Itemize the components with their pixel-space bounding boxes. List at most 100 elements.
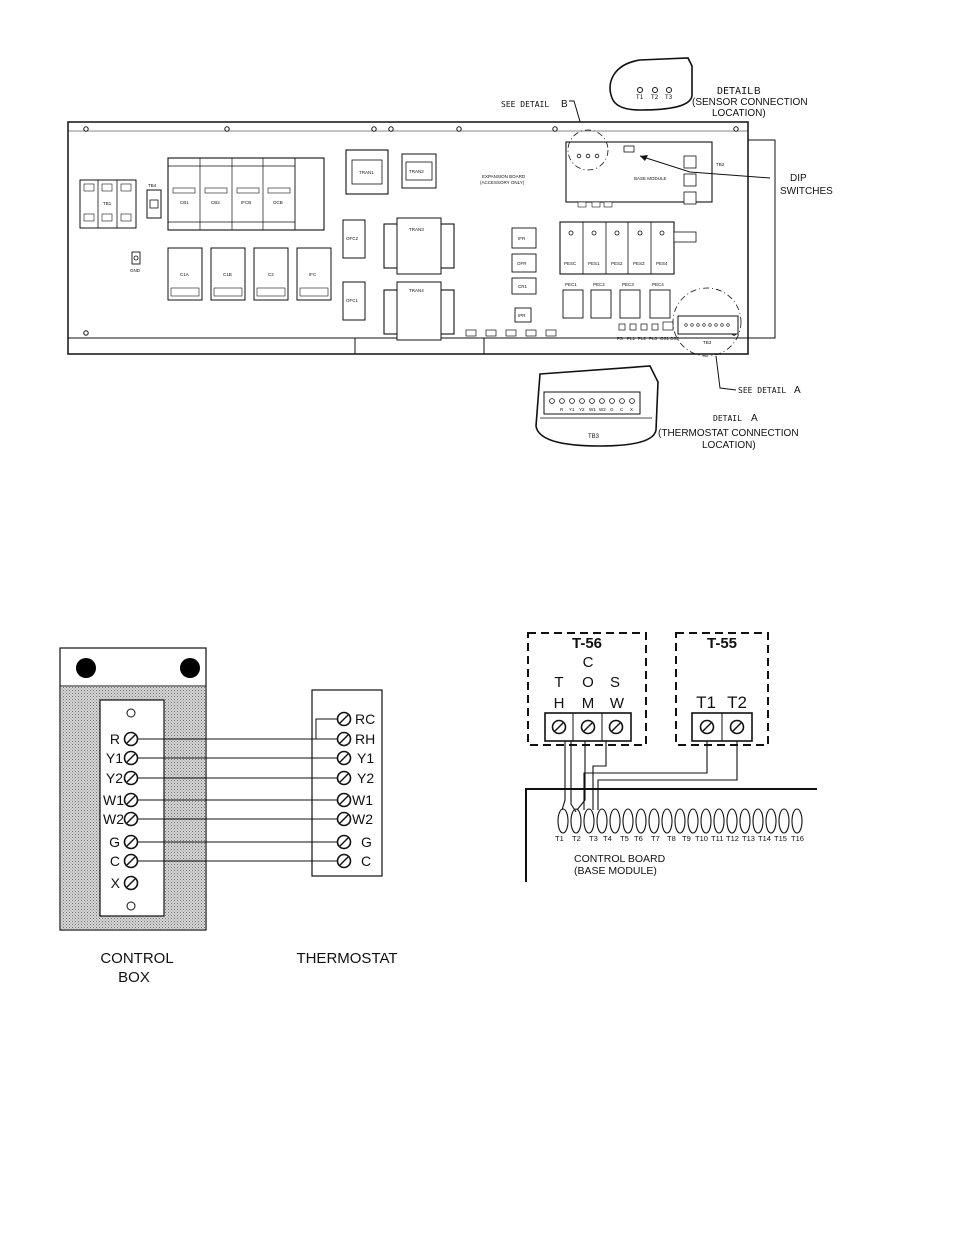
- terminal-block-tb4: TB4: [146, 183, 162, 219]
- pes2-label: PES2: [611, 261, 623, 266]
- fan-relays: OFC2 OFC1: [342, 219, 366, 321]
- pec2-label: PEC2: [593, 282, 605, 287]
- dip-switches-label-2: SWITCHES: [780, 186, 833, 197]
- ts-term-rc: RC: [355, 711, 375, 727]
- t55-label-t2: T2: [727, 693, 747, 712]
- control-panel-drawing: T1 T2 T3 DETAIL B (SENSOR CONNECTION LOC…: [67, 57, 833, 451]
- detail-b-term-t2: T2: [651, 94, 659, 101]
- detail-a-block-label: TB3: [588, 434, 600, 440]
- pec1-label: PEC1: [565, 282, 577, 287]
- detail-a-caption-2: LOCATION): [702, 440, 756, 451]
- cb-term-y1: Y1: [106, 750, 123, 766]
- board-term-t13: T13: [742, 834, 755, 843]
- board-term-t4: T4: [603, 834, 612, 843]
- panel-tb3: TB3: [677, 315, 739, 345]
- ground-lug: GND: [130, 251, 141, 273]
- t56-title: T-56: [572, 635, 602, 652]
- ifr-label: IFR: [518, 236, 526, 241]
- detail-a-term-g: G: [610, 407, 614, 412]
- ts-term-c: C: [361, 853, 371, 869]
- ofr-label: OFR: [517, 261, 527, 266]
- cb-term-c: C: [110, 853, 120, 869]
- pec-relays: PEC1 PEC2 PEC3 PEC4: [562, 282, 671, 319]
- panel-tb3-label: TB3: [703, 340, 712, 345]
- detail-b-terminal-circles: [637, 87, 672, 93]
- cr1-label: CR1: [518, 284, 527, 289]
- see-detail-b-letter: B: [561, 99, 568, 110]
- detail-a-term-r: R: [560, 407, 564, 412]
- c1a-label: C1A: [180, 272, 189, 277]
- ts-term-w1: W1: [352, 792, 373, 808]
- transformers: TRAN1 TRAN2 TRAN3 TRAN4: [345, 149, 455, 341]
- pl2-label: PL2: [638, 336, 647, 341]
- board-term-t16: T16: [791, 834, 804, 843]
- gnd-label: GND: [130, 268, 141, 273]
- pes-modules: PESC PES1 PES2 PES3 PES4: [559, 221, 697, 275]
- control-box-caption-1: CONTROL: [100, 950, 173, 967]
- board-term-t5: T5: [620, 834, 629, 843]
- pec3-label: PEC3: [622, 282, 634, 287]
- ocb-label: OCB: [273, 200, 283, 205]
- detail-a-title: DETAIL: [713, 414, 742, 423]
- expansion-board-note: (ACCESSORY ONLY): [480, 180, 525, 185]
- detail-b-letter: B: [754, 86, 761, 97]
- detail-a-term-y2: Y2: [579, 407, 585, 412]
- pes4-label: PES4: [656, 261, 668, 266]
- bottom-connectors: FS PL1 PL2 PL3 OS1 OS2: [465, 321, 680, 341]
- ofc1-label: OFC1: [346, 298, 358, 303]
- t56-label-c: C: [583, 654, 594, 671]
- detail-a-terminals: [549, 398, 635, 404]
- cb-term-r: R: [110, 731, 120, 747]
- t56-label-s: S: [610, 674, 620, 691]
- board-term-t14: T14: [758, 834, 771, 843]
- cb-term-w2: W2: [103, 811, 124, 827]
- mounting-holes: [83, 126, 739, 336]
- board-term-t11: T11: [711, 834, 723, 843]
- control-box-caption-2: BOX: [118, 969, 150, 986]
- ts-term-rh: RH: [355, 731, 375, 747]
- detail-b-term-t3: T3: [665, 94, 673, 101]
- detail-a-bubble: R Y1 Y2 W1 W2 G C X TB3: [535, 365, 659, 447]
- t56-label-m: M: [582, 695, 595, 712]
- pl3-label: PL3: [649, 336, 658, 341]
- ipr-label: IPR: [518, 313, 526, 318]
- sensor-wires: [561, 741, 738, 813]
- terminal-block-tb1: TB1: [79, 179, 137, 229]
- detail-b-caption: (SENSOR CONNECTION: [692, 97, 808, 108]
- pl1-label: PL1: [627, 336, 636, 341]
- cb-term-x: X: [111, 875, 121, 891]
- c2-label: C2: [268, 272, 274, 277]
- fs-label: FS: [617, 336, 623, 341]
- control-board-outline: [525, 788, 817, 882]
- control-box-knockout-right: [180, 658, 200, 678]
- board-term-t9: T9: [682, 834, 691, 843]
- detail-a-term-x: X: [630, 407, 633, 412]
- detail-b-caption-2: LOCATION): [712, 108, 766, 119]
- breaker-block: CB1 CB2 IFCB OCB: [167, 157, 325, 231]
- os2-label: OS2: [670, 336, 680, 341]
- ts-term-w2: W2: [352, 811, 373, 827]
- detail-a-term-c: C: [620, 407, 624, 412]
- control-board-terminals: [557, 808, 803, 834]
- pec4-label: PEC4: [652, 282, 664, 287]
- tb2-label: TB2: [716, 162, 725, 167]
- t55-label-t1: T1: [696, 693, 716, 712]
- t56-label-t: T: [554, 674, 563, 691]
- dip-switches-label-1: DIP: [790, 173, 807, 184]
- see-detail-a-label: SEE DETAIL: [738, 386, 786, 395]
- detail-b-bubble: T1 T2 T3: [609, 57, 693, 111]
- sensor-wiring-figure: T-56 C T O S H M W T-55 T1 T2: [525, 632, 817, 882]
- cb2-label: CB2: [211, 200, 220, 205]
- t56-label-o: O: [582, 674, 594, 691]
- detail-a-caption: (THERMOSTAT CONNECTION: [658, 428, 799, 439]
- base-module: BASE MODULE TB2: [565, 141, 725, 208]
- pesc-label: PESC: [564, 261, 577, 266]
- cb1-label: CB1: [180, 200, 189, 205]
- board-term-t15: T15: [774, 834, 787, 843]
- control-board-terminal-labels: T1 T2 T3 T4 T5 T6 T7 T8 T9 T10 T11 T12 T…: [555, 834, 804, 843]
- cb-term-y2: Y2: [106, 770, 123, 786]
- control-board-caption-2: (BASE MODULE): [574, 865, 657, 877]
- tb4-label: TB4: [148, 183, 157, 188]
- board-term-t3: T3: [589, 834, 598, 843]
- tran3-label: TRAN3: [409, 227, 424, 232]
